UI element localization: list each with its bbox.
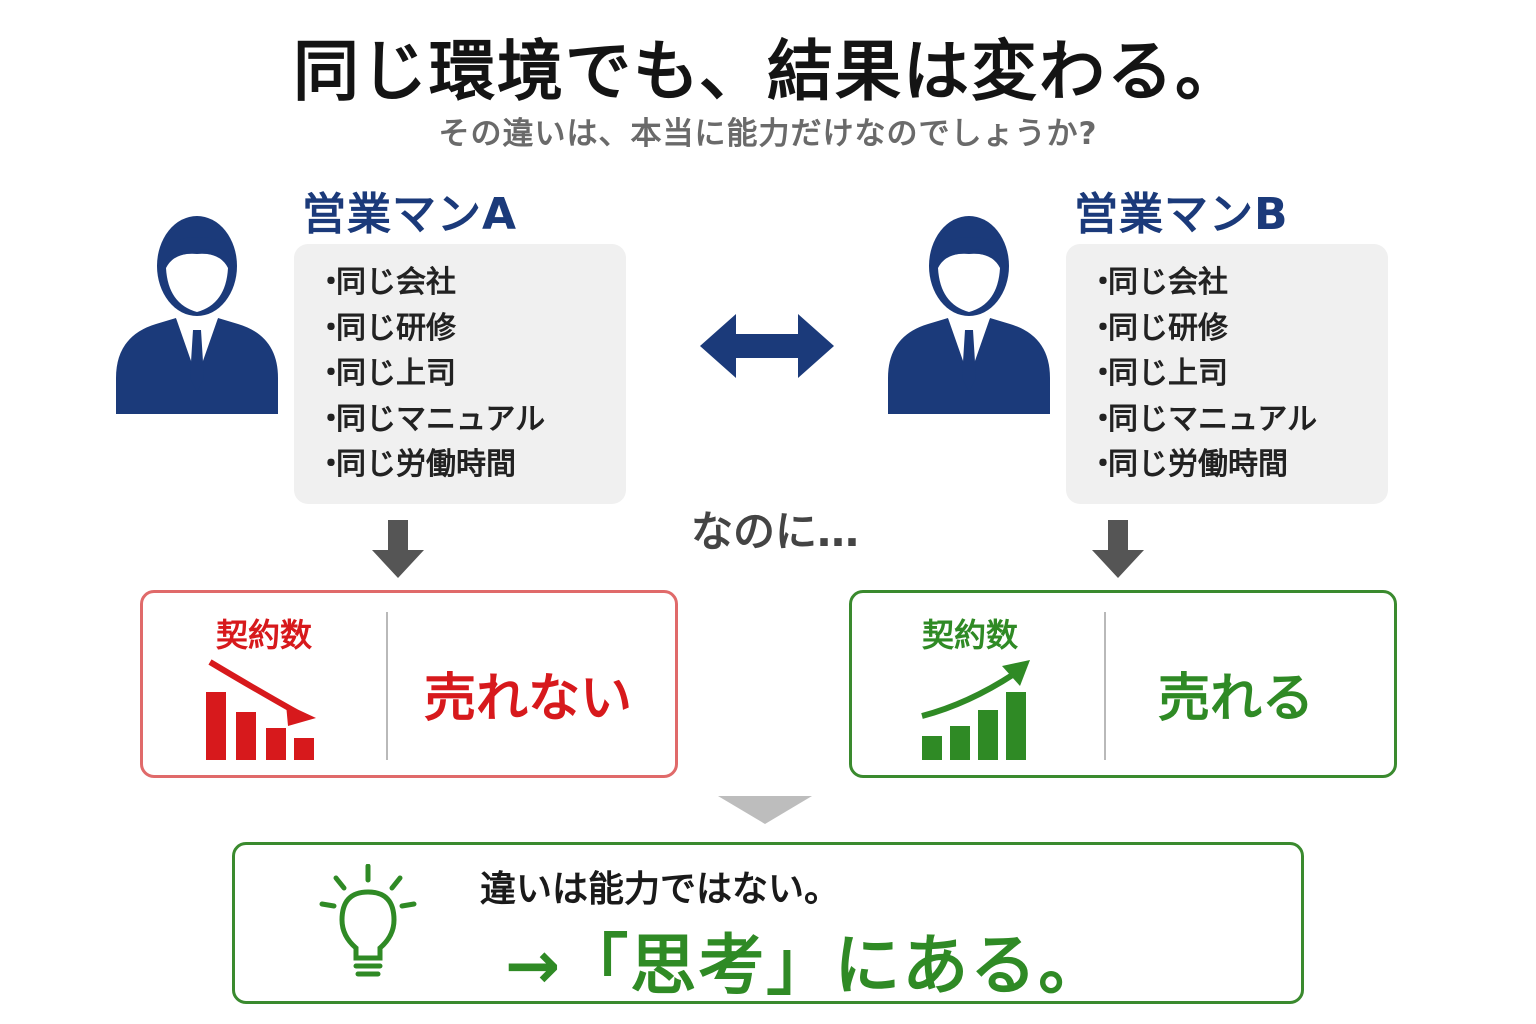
condition-text: 同じ会社 [336,265,456,300]
result-label-b: 契約数 [922,616,1019,654]
list-item: ・同じ会社 [1088,265,1228,300]
result-text-a: 売れない [424,669,633,729]
conclusion-line-2: →「思考」にある。 [505,927,1107,1004]
list-item: ・同じマニュアル [1088,401,1318,437]
businessman-icon [116,216,278,414]
arrow-down-icon [1092,520,1144,578]
condition-text: 同じ上司 [1108,356,1228,391]
page-subtitle: その違いは、本当に能力だけなのでしょうか? [438,116,1098,152]
conclusion-line-1: 違いは能力ではない。 [480,869,841,910]
list-item: ・同じ上司 [316,356,456,391]
result-box-a [140,590,678,778]
list-item: ・同じ労働時間 [316,447,516,482]
chart-growth-icon [921,660,1030,760]
person-b-name: 営業マンB [1074,189,1289,240]
condition-text: 同じ労働時間 [336,447,516,482]
list-item: ・同じマニュアル [316,401,546,437]
list-item: ・同じ研修 [1088,310,1228,346]
person-a-name: 営業マンA [302,189,518,240]
person-a-conditions: ・同じ会社 ・同じ研修 ・同じ上司 ・同じマニュアル ・同じ労働時間 [294,244,626,504]
divider [1104,612,1106,760]
chart-decline-icon [206,659,316,760]
condition-text: 同じ研修 [1108,310,1228,346]
condition-text: 同じ会社 [1108,265,1228,300]
condition-text: 同じ労働時間 [1108,447,1288,482]
connector-text: なのに… [690,507,859,556]
result-text-b: 売れる [1158,669,1315,729]
result-label-a: 契約数 [216,616,313,654]
arrow-down-icon [372,520,424,578]
condition-text: 同じマニュアル [336,401,546,437]
conclusion-box [232,842,1304,1004]
condition-text: 同じマニュアル [1108,401,1318,437]
list-item: ・同じ上司 [1088,356,1228,391]
divider [386,612,388,760]
list-item: ・同じ労働時間 [1088,447,1288,482]
person-b-conditions: ・同じ会社 ・同じ研修 ・同じ上司 ・同じマニュアル ・同じ労働時間 [1066,244,1388,504]
condition-text: 同じ研修 [336,310,456,346]
businessman-icon [888,216,1050,414]
double-arrow-icon [700,314,834,378]
triangle-down-icon [718,796,812,824]
list-item: ・同じ会社 [316,265,456,300]
condition-text: 同じ上司 [336,356,456,391]
lightbulb-icon [319,864,417,977]
list-item: ・同じ研修 [316,310,456,346]
page-title: 同じ環境でも、結果は変わる。 [292,33,1244,110]
